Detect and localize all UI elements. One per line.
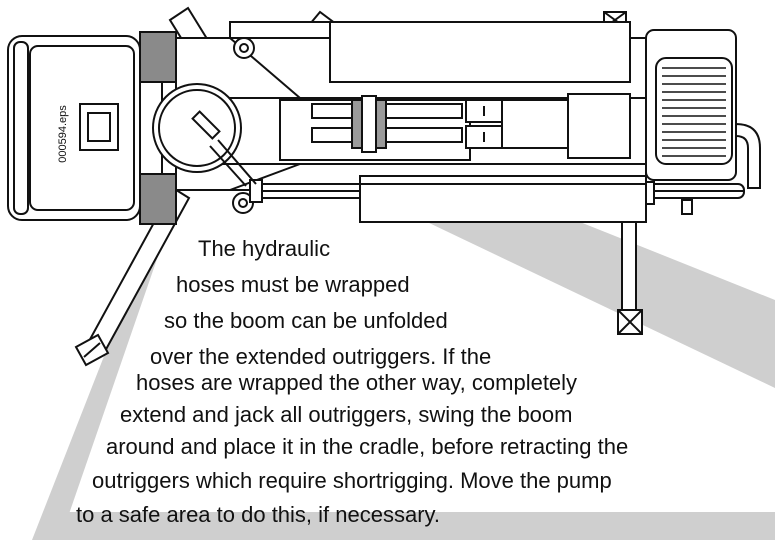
caption-line: The hydraulic (198, 236, 331, 261)
caption-line: to a safe area to do this, if necessary. (76, 502, 441, 527)
caption-line: extend and jack all outriggers, swing th… (120, 402, 573, 427)
caption-line: over the extended outriggers. If the (150, 344, 492, 369)
caption-line: around and place it in the cradle, befor… (106, 434, 629, 459)
truck-cab (7, 31, 177, 225)
pump-assembly (279, 93, 631, 161)
lower-body (359, 175, 647, 223)
turret (152, 37, 255, 214)
caption-line: hoses are wrapped the other way, complet… (136, 370, 578, 395)
front-left-outrigger (74, 186, 191, 367)
caption-line: hoses must be wrapped (176, 272, 410, 297)
radiator (645, 29, 761, 215)
file-label: 000594.eps (56, 105, 69, 163)
caption-line: outriggers which require shortrigging. M… (92, 468, 612, 493)
caption-line: so the boom can be unfolded (164, 308, 448, 333)
